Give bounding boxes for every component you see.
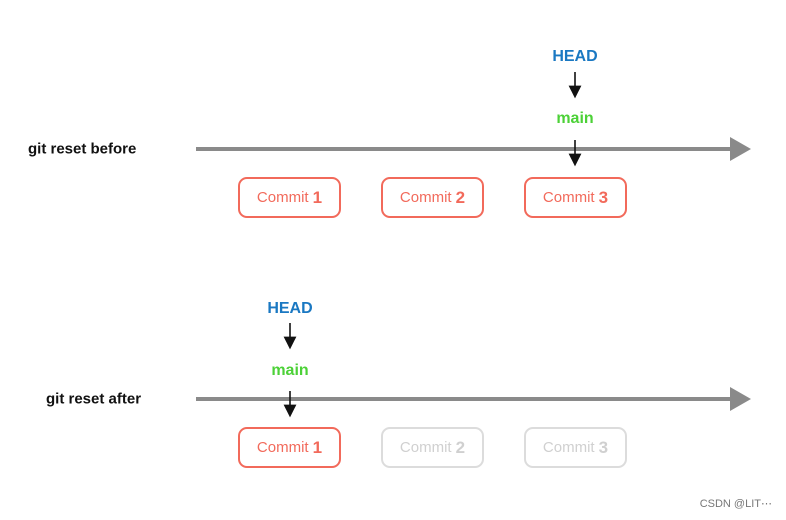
timeline-before xyxy=(196,137,751,161)
watermark: CSDN @LIT⋯ xyxy=(699,498,772,510)
head-pointer-before: HEAD xyxy=(552,48,598,65)
main-branch-before: main xyxy=(556,110,594,127)
main-branch-after: main xyxy=(271,362,309,379)
after-label: git reset after xyxy=(46,390,142,408)
head-pointer-after: HEAD xyxy=(267,300,313,317)
timeline-after xyxy=(196,387,751,411)
before-label: git reset before xyxy=(28,140,137,158)
